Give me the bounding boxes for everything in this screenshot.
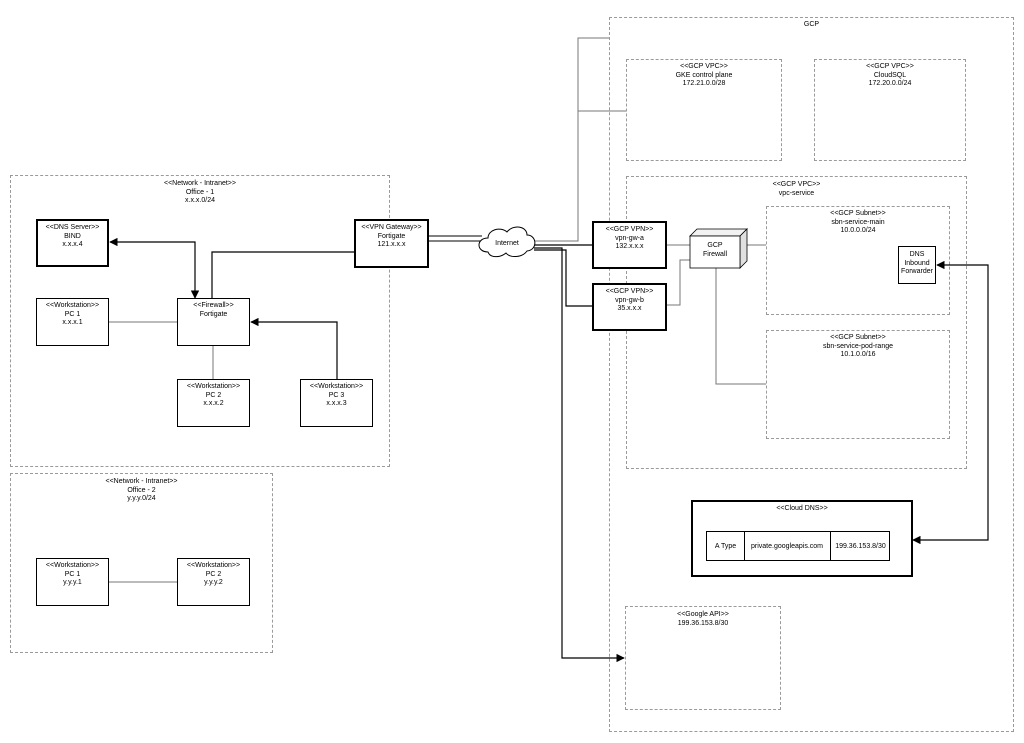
office2-name: Office - 2 bbox=[127, 486, 156, 494]
office1-pc1-ip: x.x.x.1 bbox=[62, 319, 83, 326]
google-api-stereotype: <<Google API>> bbox=[677, 611, 729, 618]
link-internet-vpn-b bbox=[534, 249, 592, 307]
vpn-gw-b[interactable]: <<GCP VPN>> vpn-gw-b 35.x.x.x bbox=[592, 283, 667, 331]
office2-pc2-stereotype: <<Workstation>> bbox=[186, 562, 241, 569]
cloudsql-cidr: 172.20.0.0/24 bbox=[868, 80, 912, 87]
office-1-network[interactable]: <<Network - Intranet>> Office - 1 x.x.x.… bbox=[10, 175, 390, 467]
subnet-main-cidr: 10.0.0.0/24 bbox=[840, 227, 876, 234]
cloud-dns-stereotype: <<Cloud DNS>> bbox=[776, 505, 828, 512]
office1-pc3[interactable]: <<Workstation>> PC 3 x.x.x.3 bbox=[300, 379, 373, 427]
dns-server-name: BIND bbox=[64, 232, 81, 240]
office1-pc3-ip: x.x.x.3 bbox=[326, 400, 347, 407]
dns-forwarder-line2: Inbound bbox=[904, 259, 930, 267]
office2-pc1-ip: y.y.y.1 bbox=[63, 579, 82, 586]
cloud-dns[interactable]: <<Cloud DNS>> A Type private.googleapis.… bbox=[691, 500, 913, 577]
vpn-b-name: vpn-gw-b bbox=[615, 296, 644, 304]
cloudsql-name: CloudSQL bbox=[873, 71, 907, 79]
subnet-pod-cidr: 10.1.0.0/16 bbox=[840, 351, 876, 358]
google-api-cidr: 199.36.153.8/30 bbox=[677, 619, 729, 627]
vpn-b-stereotype: <<GCP VPN>> bbox=[605, 288, 654, 295]
gke-control-plane-vpc[interactable]: <<GCP VPC>> GKE control plane 172.21.0.0… bbox=[626, 59, 782, 161]
dns-server-bind[interactable]: <<DNS Server>> BIND x.x.x.4 bbox=[36, 219, 109, 267]
gcp-firewall-line2: Firewall bbox=[702, 251, 728, 258]
gke-cidr: 172.21.0.0/28 bbox=[682, 80, 726, 87]
dns-server-stereotype: <<DNS Server>> bbox=[45, 224, 100, 231]
vpn-a-stereotype: <<GCP VPN>> bbox=[605, 226, 654, 233]
office1-pc2-stereotype: <<Workstation>> bbox=[186, 383, 241, 390]
record-name: private.googleapis.com bbox=[744, 532, 831, 560]
dns-forwarder-line1: DNS bbox=[909, 251, 925, 258]
office2-cidr: y.y.y.0/24 bbox=[127, 495, 156, 502]
record-value: 199.36.153.8/30 bbox=[835, 542, 886, 550]
office1-stereotype: <<Network - Intranet>> bbox=[164, 180, 236, 187]
vpn-gateway-name: Fortigate bbox=[377, 232, 406, 240]
link-vpngw-internet bbox=[429, 235, 482, 242]
office2-stereotype: <<Network - Intranet>> bbox=[105, 478, 178, 485]
internet-label: Internet bbox=[495, 240, 519, 247]
vpn-gateway-fortigate[interactable]: <<VPN Gateway>> Fortigate 121.x.x.x bbox=[354, 219, 429, 268]
office2-pc2[interactable]: <<Workstation>> PC 2 y.y.y.2 bbox=[177, 558, 250, 606]
firewall-name: Fortigate bbox=[199, 310, 228, 318]
office1-pc3-name: PC 3 bbox=[328, 391, 345, 399]
office2-pc1-name: PC 1 bbox=[64, 570, 81, 578]
vpn-a-name: vpn-gw-a bbox=[615, 234, 644, 242]
vpc-service-stereotype: <<GCP VPC>> bbox=[772, 181, 821, 188]
google-api[interactable]: <<Google API>> 199.36.153.8/30 bbox=[625, 606, 781, 710]
office1-pc1[interactable]: <<Workstation>> PC 1 x.x.x.1 bbox=[36, 298, 109, 346]
gcp-firewall-line1: GCP bbox=[707, 242, 723, 249]
subnet-main-name: sbn-service-main bbox=[831, 218, 885, 226]
office2-pc2-ip: y.y.y.2 bbox=[204, 579, 223, 586]
office-2-network[interactable]: <<Network - Intranet>> Office - 2 y.y.y.… bbox=[10, 473, 273, 653]
vpn-b-ip: 35.x.x.x bbox=[617, 305, 642, 312]
office1-pc2-ip: x.x.x.2 bbox=[203, 400, 224, 407]
dns-server-ip: x.x.x.4 bbox=[62, 241, 83, 248]
gke-stereotype: <<GCP VPC>> bbox=[680, 63, 728, 70]
cloud-dns-record-row: A Type private.googleapis.com 199.36.153… bbox=[706, 531, 890, 561]
dns-inbound-forwarder[interactable]: DNS Inbound Forwarder bbox=[898, 246, 936, 284]
vpn-a-ip: 132.x.x.x bbox=[615, 243, 644, 250]
vpn-gateway-ip: 121.x.x.x bbox=[377, 241, 406, 248]
vpn-gateway-stereotype: <<VPN Gateway>> bbox=[361, 224, 422, 231]
subnet-pod-name: sbn-service-pod-range bbox=[822, 342, 894, 350]
cloudsql-stereotype: <<GCP VPC>> bbox=[866, 63, 914, 70]
office1-pc2-name: PC 2 bbox=[205, 391, 222, 399]
firewall-fortigate[interactable]: <<Firewall>> Fortigate bbox=[177, 298, 250, 346]
subnet-service-pod-range[interactable]: <<GCP Subnet>> sbn-service-pod-range 10.… bbox=[766, 330, 950, 439]
office2-pc2-name: PC 2 bbox=[205, 570, 222, 578]
vpn-gw-a[interactable]: <<GCP VPN>> vpn-gw-a 132.x.x.x bbox=[592, 221, 667, 269]
office1-pc1-name: PC 1 bbox=[64, 310, 81, 318]
office1-name: Office - 1 bbox=[185, 188, 215, 196]
office1-pc2[interactable]: <<Workstation>> PC 2 x.x.x.2 bbox=[177, 379, 250, 427]
gke-name: GKE control plane bbox=[675, 71, 733, 79]
vpc-service-name: vpc-service bbox=[778, 189, 815, 197]
subnet-service-main[interactable]: <<GCP Subnet>> sbn-service-main 10.0.0.0… bbox=[766, 206, 950, 315]
gcp-firewall[interactable]: GCP Firewall bbox=[690, 238, 740, 268]
gcp-title: GCP bbox=[803, 21, 820, 28]
office1-pc3-stereotype: <<Workstation>> bbox=[309, 383, 364, 390]
dns-forwarder-line3: Forwarder bbox=[901, 268, 933, 275]
subnet-pod-stereotype: <<GCP Subnet>> bbox=[830, 334, 886, 341]
subnet-main-stereotype: <<GCP Subnet>> bbox=[830, 210, 886, 217]
office1-pc1-stereotype: <<Workstation>> bbox=[45, 302, 100, 309]
office2-pc1-stereotype: <<Workstation>> bbox=[45, 562, 100, 569]
office2-pc1[interactable]: <<Workstation>> PC 1 y.y.y.1 bbox=[36, 558, 109, 606]
firewall-stereotype: <<Firewall>> bbox=[193, 302, 234, 309]
link-internet-gke bbox=[534, 37, 609, 242]
record-type: A Type bbox=[707, 532, 745, 560]
office1-cidr: x.x.x.0/24 bbox=[185, 197, 215, 204]
cloudsql-vpc[interactable]: <<GCP VPC>> CloudSQL 172.20.0.0/24 bbox=[814, 59, 966, 161]
